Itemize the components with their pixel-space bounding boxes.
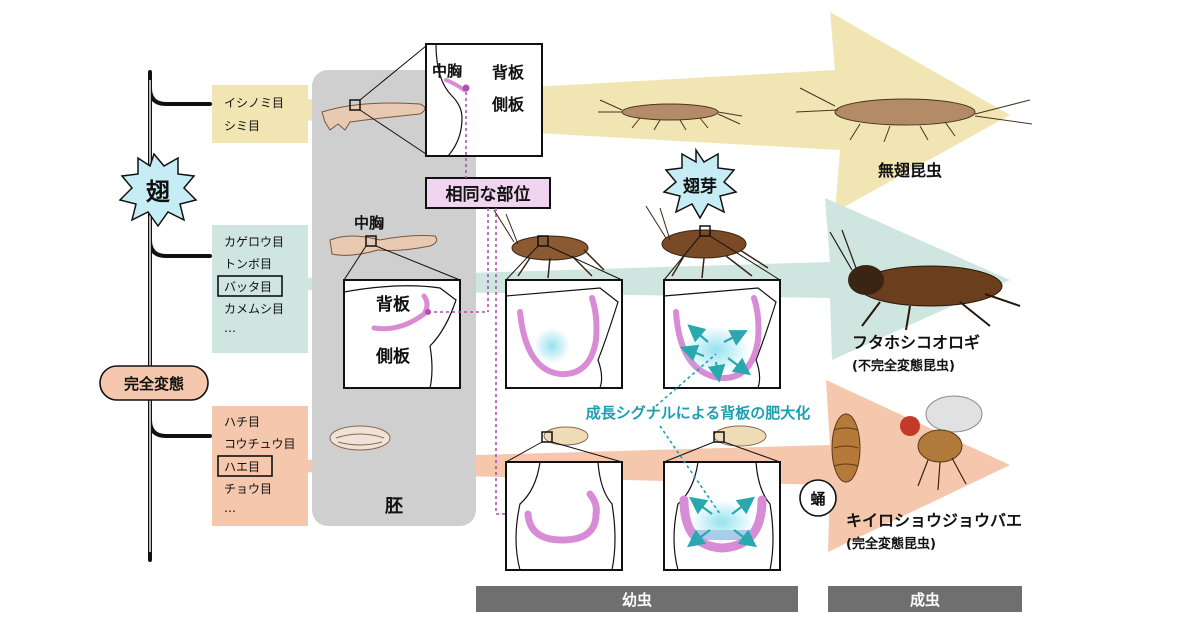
fly-embryo-drawing (329, 425, 391, 451)
complete-metamorphosis-pill (99, 365, 209, 401)
holometabola-item-3: ハエ目 (224, 460, 260, 474)
cricket-embryo-drawing (329, 235, 438, 256)
diptera-highlight-box (217, 455, 273, 477)
orthoptera-highlight-box (217, 275, 283, 297)
holometabola-group-box (212, 406, 308, 526)
cricket-late-nymph-zoom-panel (663, 235, 781, 389)
hemimetabola-item-3: バッタ目 (224, 280, 272, 294)
pleuron-top-label: 側板 (491, 95, 525, 114)
cricket-late-nymph-drawing (645, 205, 769, 279)
notum-mid-label: 背板 (376, 294, 411, 315)
wing-bud-burst (662, 147, 738, 220)
teal-lineage-arrow (300, 198, 1010, 360)
hemimetabola-item-2: トンボ目 (224, 257, 272, 271)
apterygote-item-1: イシノミ目 (224, 96, 284, 110)
fly-adult-drawing (900, 395, 983, 491)
larva-stage-label: 幼虫 (622, 591, 652, 609)
cricket-species-label: フタホシコオロギ (852, 333, 980, 352)
adult-stage-label: 成虫 (910, 591, 940, 609)
bristletail-embryo-drawing (321, 99, 426, 131)
silverfish-larva-drawing (598, 99, 743, 131)
cricket-nymph-zoom-panel (505, 245, 623, 389)
holometabola-item-5: … (224, 501, 236, 515)
cricket-embryo-zoom-panel (343, 245, 461, 389)
notum-top-label: 背板 (492, 63, 525, 82)
pupa-circle (799, 479, 837, 517)
larva-stage-bar (476, 586, 798, 612)
hemimetabola-item-5: … (224, 321, 236, 335)
pupa-label: 蛹 (810, 490, 825, 508)
adult-stage-bar (828, 586, 1022, 612)
holometabola-item-2: コウチュウ目 (224, 437, 296, 451)
hemimetabola-item-4: カメムシ目 (224, 302, 284, 316)
mesothorax-top-label: 中胸 (432, 62, 462, 80)
fly-species-label: キイロショウジョウバエ (846, 511, 1022, 530)
wing-origin-burst (118, 152, 198, 228)
growth-signal-label: 成長シグナルによる背板の肥大化 (586, 404, 811, 422)
cricket-type-label: (不完全変態昆虫) (852, 358, 955, 374)
growth-signal-connectors (655, 353, 721, 515)
holometabola-item-4: チョウ目 (224, 482, 272, 496)
bristletail-zoom-panel (359, 43, 543, 157)
holometabola-item-1: ハチ目 (224, 415, 260, 429)
homologous-label: 相同な部位 (446, 184, 531, 205)
fly-late-larva-drawing (713, 425, 767, 447)
fly-pupa-drawing (831, 413, 861, 483)
wing-bud-label: 翅芽 (682, 176, 717, 197)
pleuron-mid-label: 側板 (375, 346, 411, 367)
complete-metamorphosis-label: 完全変態 (124, 375, 184, 393)
apterygote-item-2: シミ目 (224, 119, 260, 133)
cricket-nymph-drawing (493, 209, 605, 279)
homologous-label-box (425, 177, 551, 209)
fly-larva-zoom-panel (505, 441, 623, 571)
embryo-label: 胚 (384, 496, 403, 517)
fly-larva-drawing (541, 426, 589, 446)
silverfish-adult-drawing (795, 87, 1033, 143)
hemimetabola-item-1: カゲロウ目 (224, 235, 284, 249)
cricket-adult-drawing (829, 229, 1021, 331)
apterygote-group-box (212, 85, 308, 143)
hemimetabola-group-box (212, 225, 308, 353)
mesothorax-mid-label: 中胸 (354, 214, 384, 232)
wing-origin-label: 翅 (146, 178, 170, 206)
fly-type-label: (完全変態昆虫) (846, 536, 936, 552)
wingless-insect-label: 無翅昆虫 (878, 161, 942, 180)
fly-late-larva-zoom-panel (663, 441, 781, 571)
phylogenetic-tree (148, 70, 212, 562)
